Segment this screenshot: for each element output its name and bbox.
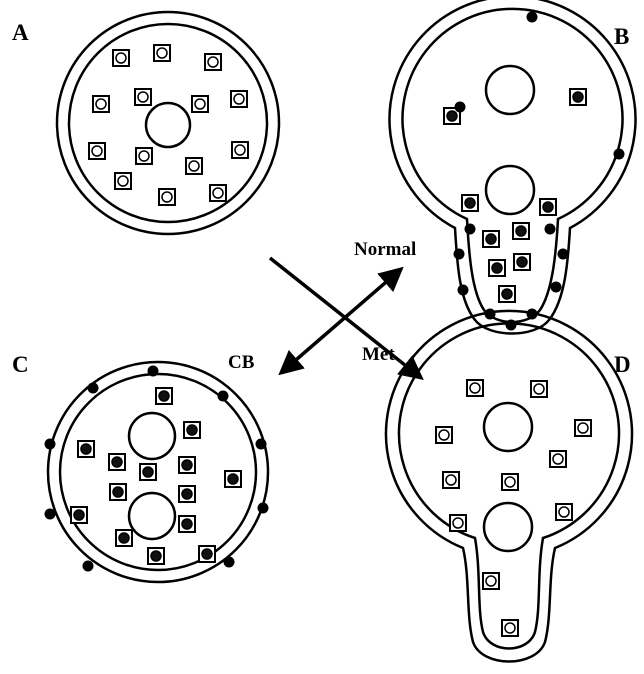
- filled-vesicle-marker: [140, 464, 156, 480]
- filled-vesicle-marker: [462, 195, 478, 211]
- panel-b-nucleus-bottom: [486, 166, 534, 214]
- panel-d-nucleus-bottom: [484, 503, 532, 551]
- filled-vesicle-marker: [179, 516, 195, 532]
- wall-dot: [45, 439, 56, 450]
- panel-d: D: [386, 311, 632, 662]
- filled-vesicle-marker: [570, 89, 586, 105]
- wall-dot: [545, 224, 556, 235]
- open-vesicle-marker: [232, 142, 248, 158]
- open-vesicle-marker: [467, 380, 483, 396]
- open-vesicle-marker: [502, 474, 518, 490]
- filled-vesicle-marker: [483, 231, 499, 247]
- wall-dot: [454, 249, 465, 260]
- wall-dot: [148, 366, 159, 377]
- open-vesicle-marker: [135, 89, 151, 105]
- filled-vesicle-marker: [71, 507, 87, 523]
- filled-vesicle-marker: [148, 548, 164, 564]
- open-vesicle-marker: [210, 185, 226, 201]
- wall-dot: [527, 12, 538, 23]
- open-vesicle-marker: [483, 573, 499, 589]
- open-vesicle-marker: [556, 504, 572, 520]
- open-vesicle-marker: [115, 173, 131, 189]
- wall-dot: [256, 439, 267, 450]
- arrow-label-met: Met: [362, 344, 395, 365]
- wall-dot: [224, 557, 235, 568]
- wall-dot: [83, 561, 94, 572]
- open-vesicle-marker: [575, 420, 591, 436]
- filled-vesicle-marker: [109, 454, 125, 470]
- wall-dot: [258, 503, 269, 514]
- filled-vesicle-marker: [199, 546, 215, 562]
- panel-a: A: [12, 12, 279, 234]
- open-vesicle-marker: [550, 451, 566, 467]
- open-vesicle-marker: [113, 50, 129, 66]
- open-vesicle-marker: [205, 54, 221, 70]
- filled-vesicle-marker: [499, 286, 515, 302]
- open-vesicle-marker: [136, 148, 152, 164]
- wall-dot: [551, 282, 562, 293]
- transition-arrows: Normal CB Met: [228, 239, 420, 377]
- panel-c-nucleus-bottom: [129, 493, 175, 539]
- open-vesicle-marker: [231, 91, 247, 107]
- wall-dot: [614, 149, 625, 160]
- filled-vesicle-marker: [225, 471, 241, 487]
- wall-dot: [218, 391, 229, 402]
- wall-dot: [45, 509, 56, 520]
- panel-a-nucleus: [146, 103, 190, 147]
- filled-vesicle-marker: [513, 223, 529, 239]
- panel-b-label: B: [614, 24, 629, 49]
- wall-dot: [465, 224, 476, 235]
- open-vesicle-marker: [450, 515, 466, 531]
- wall-dot: [455, 102, 466, 113]
- arrow-label-normal: Normal: [354, 239, 416, 260]
- panel-d-nucleus-top: [484, 403, 532, 451]
- open-vesicle-marker: [154, 45, 170, 61]
- open-vesicle-marker: [186, 158, 202, 174]
- wall-dot: [506, 320, 517, 331]
- open-vesicle-marker: [443, 472, 459, 488]
- panel-b-wall-dots: [454, 12, 625, 331]
- filled-vesicle-marker: [116, 530, 132, 546]
- filled-vesicle-marker: [184, 422, 200, 438]
- panel-c-label: C: [12, 352, 29, 377]
- filled-vesicle-marker: [179, 457, 195, 473]
- panel-a-label: A: [12, 20, 29, 45]
- open-vesicle-marker: [93, 96, 109, 112]
- panel-b-nucleus-top: [486, 66, 534, 114]
- panel-c-nucleus-top: [129, 413, 175, 459]
- open-vesicle-marker: [531, 381, 547, 397]
- open-vesicle-marker: [192, 96, 208, 112]
- wall-dot: [88, 383, 99, 394]
- panel-b: B: [390, 0, 636, 334]
- panel-c: C: [12, 352, 269, 582]
- open-vesicle-marker: [502, 620, 518, 636]
- filled-vesicle-marker: [514, 254, 530, 270]
- open-vesicle-marker: [89, 143, 105, 159]
- filled-vesicle-marker: [156, 388, 172, 404]
- filled-vesicle-marker: [179, 486, 195, 502]
- filled-vesicle-marker: [489, 260, 505, 276]
- wall-dot: [458, 285, 469, 296]
- filled-vesicle-marker: [110, 484, 126, 500]
- open-vesicle-marker: [159, 189, 175, 205]
- wall-dot: [558, 249, 569, 260]
- filled-vesicle-marker: [78, 441, 94, 457]
- arrow-label-cb: CB: [228, 352, 255, 373]
- open-vesicle-marker: [436, 427, 452, 443]
- filled-vesicle-marker: [540, 199, 556, 215]
